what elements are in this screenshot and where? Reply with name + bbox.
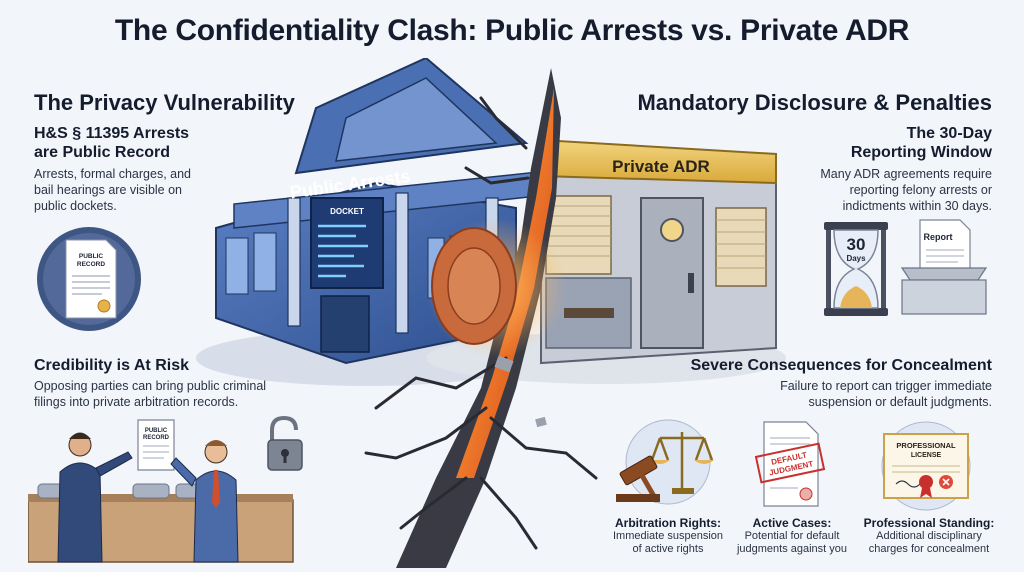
default-judgment-document-icon: DEFAULT JUDGMENT: [754, 421, 826, 507]
open-padlock-icon: [267, 415, 303, 471]
private-building: Private ADR: [540, 138, 777, 365]
item-line: judgments against you: [736, 543, 848, 555]
text-line: reporting felony arrests or: [849, 183, 992, 197]
subheading-line: The 30-Day: [906, 125, 992, 142]
credibility-risk-text: Opposing parties can bring public crimin…: [34, 378, 266, 410]
text-line: Arrests, formal charges, and: [34, 167, 192, 181]
item-line: of active rights: [632, 543, 704, 555]
text-line: indictments within 30 days.: [842, 199, 992, 213]
svg-text:PUBLIC: PUBLIC: [145, 428, 168, 434]
hourglass-number: 30: [847, 235, 866, 254]
central-scene-illustration: DOCKET Public Arrests Private ADR: [196, 58, 786, 568]
credibility-risk-heading: Credibility is At Risk: [34, 357, 189, 374]
report-inbox-icon: Report: [900, 219, 988, 315]
svg-text:PROFESSIONAL: PROFESSIONAL: [896, 441, 956, 450]
crack-split: [364, 68, 598, 568]
item-title: Professional Standing:: [863, 516, 995, 530]
hourglass-unit: Days: [846, 254, 866, 263]
private-building-label: Private ADR: [612, 157, 710, 176]
item-title: Active Cases:: [752, 516, 832, 530]
text-line: bail hearings are visible on: [34, 183, 183, 197]
privacy-vulnerability-heading: The Privacy Vulnerability: [34, 90, 295, 115]
item-line: Potential for default: [744, 530, 840, 542]
professional-license-icon: PROFESSIONAL LICENSE: [881, 421, 971, 511]
svg-text:LICENSE: LICENSE: [911, 452, 942, 459]
consequences-heading: Severe Consequences for Concealment: [690, 357, 992, 374]
arrests-public-record-subheading: H&S § 11395 Arrests are Public Record: [34, 124, 189, 162]
gavel-scales-icon: [616, 419, 714, 505]
consequence-item-arbitration: Arbitration Rights: Immediate suspension…: [604, 516, 732, 556]
hourglass-icon: 30 Days: [824, 222, 888, 316]
consequence-item-professional-standing: Professional Standing: Additional discip…: [862, 516, 996, 556]
privacy-vulnerability-text: Arrests, formal charges, and bail hearin…: [34, 166, 191, 214]
page-title: The Confidentiality Clash: Public Arrest…: [114, 14, 910, 47]
reporting-window-text: Many ADR agreements require reporting fe…: [820, 166, 992, 214]
svg-text:RECORD: RECORD: [143, 435, 170, 441]
item-line: Additional disciplinary: [876, 530, 982, 542]
text-line: Opposing parties can bring public crimin…: [34, 379, 267, 393]
text-line: Many ADR agreements require: [820, 167, 992, 181]
svg-text:Report: Report: [924, 232, 953, 242]
consequences-text: Failure to report can trigger immediate …: [780, 378, 992, 410]
public-record-document-icon: PUBLIC RECORD: [37, 227, 141, 331]
svg-text:RECORD: RECORD: [77, 261, 105, 268]
mandatory-disclosure-heading: Mandatory Disclosure & Penalties: [637, 90, 992, 115]
subheading-line: H&S § 11395 Arrests: [34, 125, 190, 142]
svg-text:PUBLIC: PUBLIC: [79, 253, 104, 260]
subheading-line: are Public Record: [34, 144, 171, 161]
text-line: filings into private arbitration records…: [34, 395, 239, 409]
item-line: Immediate suspension: [612, 530, 724, 542]
reporting-window-subheading: The 30-Day Reporting Window: [851, 124, 992, 162]
docket-label: DOCKET: [330, 207, 364, 216]
consequence-item-active-cases: Active Cases: Potential for default judg…: [730, 516, 854, 556]
courtroom-confrontation-illustration: PUBLIC RECORD: [28, 415, 303, 563]
text-line: public dockets.: [34, 199, 117, 213]
text-line: Failure to report can trigger immediate: [780, 379, 992, 393]
item-line: charges for concealment: [868, 543, 990, 555]
item-title: Arbitration Rights:: [615, 516, 721, 530]
text-line: suspension or default judgments.: [808, 395, 992, 409]
subheading-line: Reporting Window: [850, 144, 992, 161]
